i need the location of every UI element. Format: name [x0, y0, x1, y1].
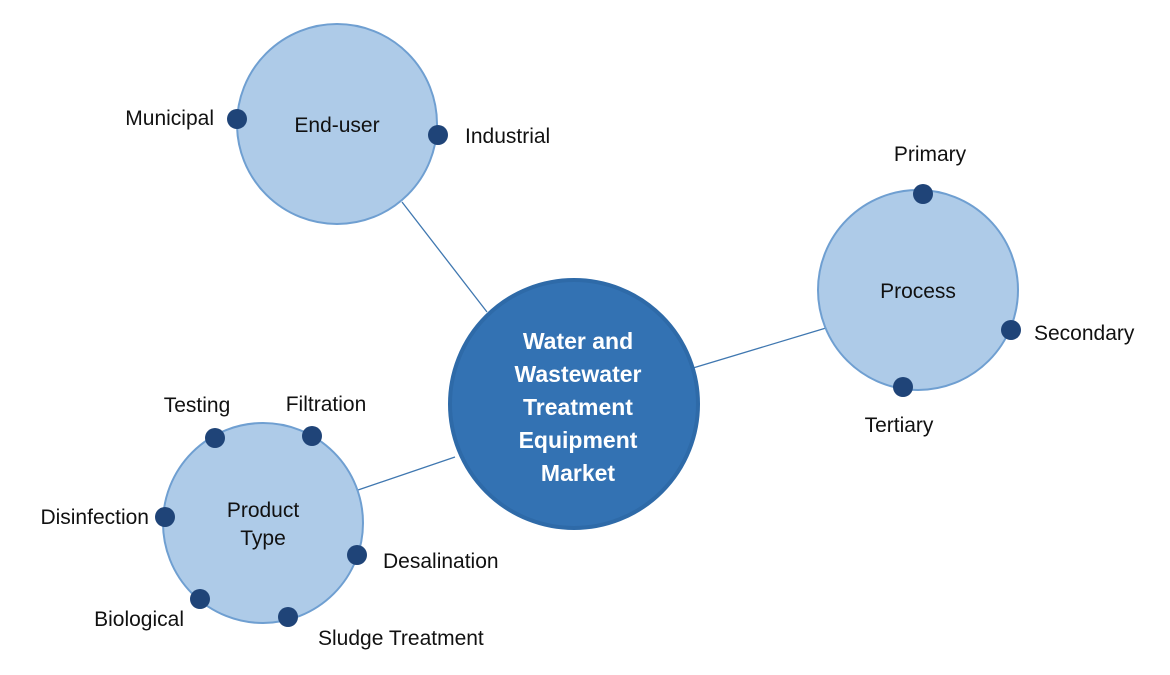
center-title-line5: Market — [541, 460, 615, 486]
center-title-line2: Wastewater — [515, 361, 642, 387]
item-dot-filtration — [302, 426, 322, 446]
item-label-secondary: Secondary — [1034, 322, 1135, 345]
item-dot-primary — [913, 184, 933, 204]
category-node-end-user: End-user Municipal Industrial — [125, 23, 550, 225]
category-label-process: Process — [880, 280, 956, 303]
category-node-product-type: Product Type Testing Filtration Disinfec… — [40, 393, 498, 650]
center-title-line3: Treatment — [523, 394, 633, 420]
item-dot-sludge-treatment — [278, 607, 298, 627]
item-dot-testing — [205, 428, 225, 448]
item-dot-industrial — [428, 125, 448, 145]
item-dot-biological — [190, 589, 210, 609]
item-label-primary: Primary — [894, 143, 967, 166]
center-node: Water and Wastewater Treatment Equipment… — [448, 278, 700, 530]
connector-process — [692, 327, 827, 369]
center-circle — [448, 278, 700, 530]
item-label-municipal: Municipal — [125, 107, 214, 130]
item-label-tertiary: Tertiary — [865, 414, 934, 437]
category-node-process: Process Primary Secondary Tertiary — [817, 143, 1135, 437]
item-dot-secondary — [1001, 320, 1021, 340]
connector-product-type — [357, 456, 456, 491]
item-label-testing: Testing — [164, 394, 231, 417]
item-label-sludge-treatment: Sludge Treatment — [318, 627, 484, 650]
category-label-product-type-line2: Type — [240, 527, 286, 550]
connector-end-user — [401, 201, 488, 313]
item-dot-tertiary — [893, 377, 913, 397]
item-label-industrial: Industrial — [465, 125, 550, 148]
category-label-end-user: End-user — [294, 114, 379, 137]
center-title-line1: Water and — [523, 328, 633, 354]
item-label-disinfection: Disinfection — [40, 506, 149, 529]
item-dot-municipal — [227, 109, 247, 129]
item-dot-disinfection — [155, 507, 175, 527]
item-dot-desalination — [347, 545, 367, 565]
item-label-biological: Biological — [94, 608, 184, 631]
center-title-line4: Equipment — [519, 427, 638, 453]
item-label-desalination: Desalination — [383, 550, 499, 573]
category-label-product-type-line1: Product — [227, 499, 300, 522]
item-label-filtration: Filtration — [286, 393, 367, 416]
